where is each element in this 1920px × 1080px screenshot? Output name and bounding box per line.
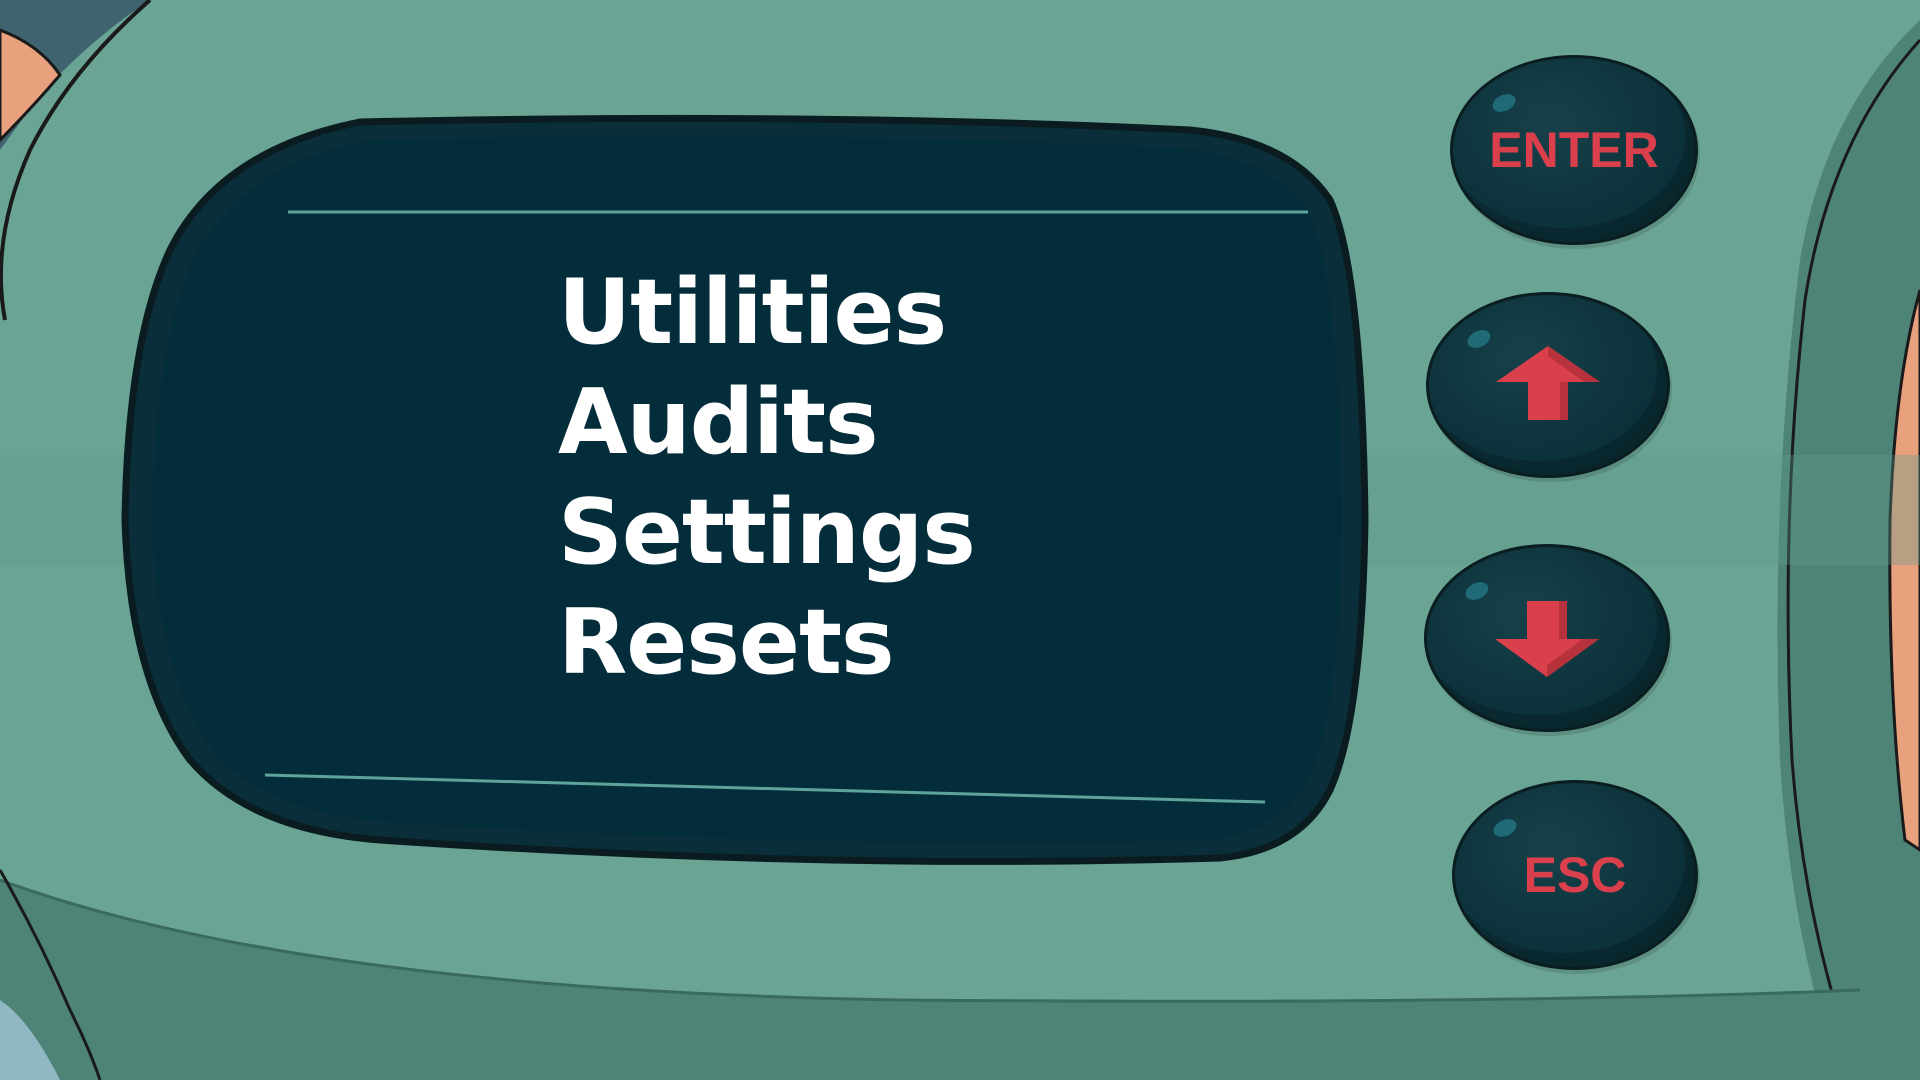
menu-item-resets[interactable]: Resets <box>558 590 895 695</box>
up-button[interactable] <box>1426 292 1670 478</box>
screen-display <box>152 136 1342 843</box>
menu-item-utilities[interactable]: Utilities <box>558 260 947 365</box>
esc-button[interactable]: ESC <box>1452 780 1698 970</box>
button-highlight <box>1489 90 1518 116</box>
screen-bottom-rule <box>264 773 1266 804</box>
up-arrow-icon <box>1496 346 1600 420</box>
enter-button[interactable]: ENTER <box>1450 55 1698 245</box>
down-arrow-icon <box>1495 601 1599 677</box>
menu-item-audits[interactable]: Audits <box>558 370 879 475</box>
esc-button-label: ESC <box>1523 847 1627 903</box>
down-button[interactable] <box>1424 544 1670 732</box>
enter-button-label: ENTER <box>1489 122 1659 178</box>
button-highlight <box>1491 815 1520 841</box>
menu-item-settings[interactable]: Settings <box>558 480 976 585</box>
screen-menu: Utilities Audits Settings Resets <box>558 258 1158 698</box>
